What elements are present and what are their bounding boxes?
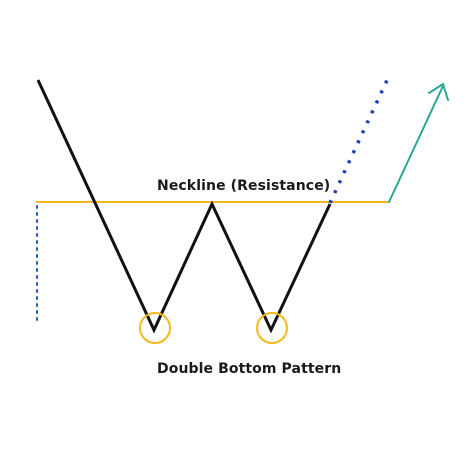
price-line [36, 79, 332, 334]
neckline-label: Neckline (Resistance) [157, 178, 331, 194]
pattern-label: Double Bottom Pattern [157, 361, 342, 377]
dotted-continuation [328, 75, 391, 204]
breakout-arrow [388, 83, 449, 203]
bottom-circle-2 [256, 312, 288, 344]
bottom-circle-1 [139, 312, 171, 344]
